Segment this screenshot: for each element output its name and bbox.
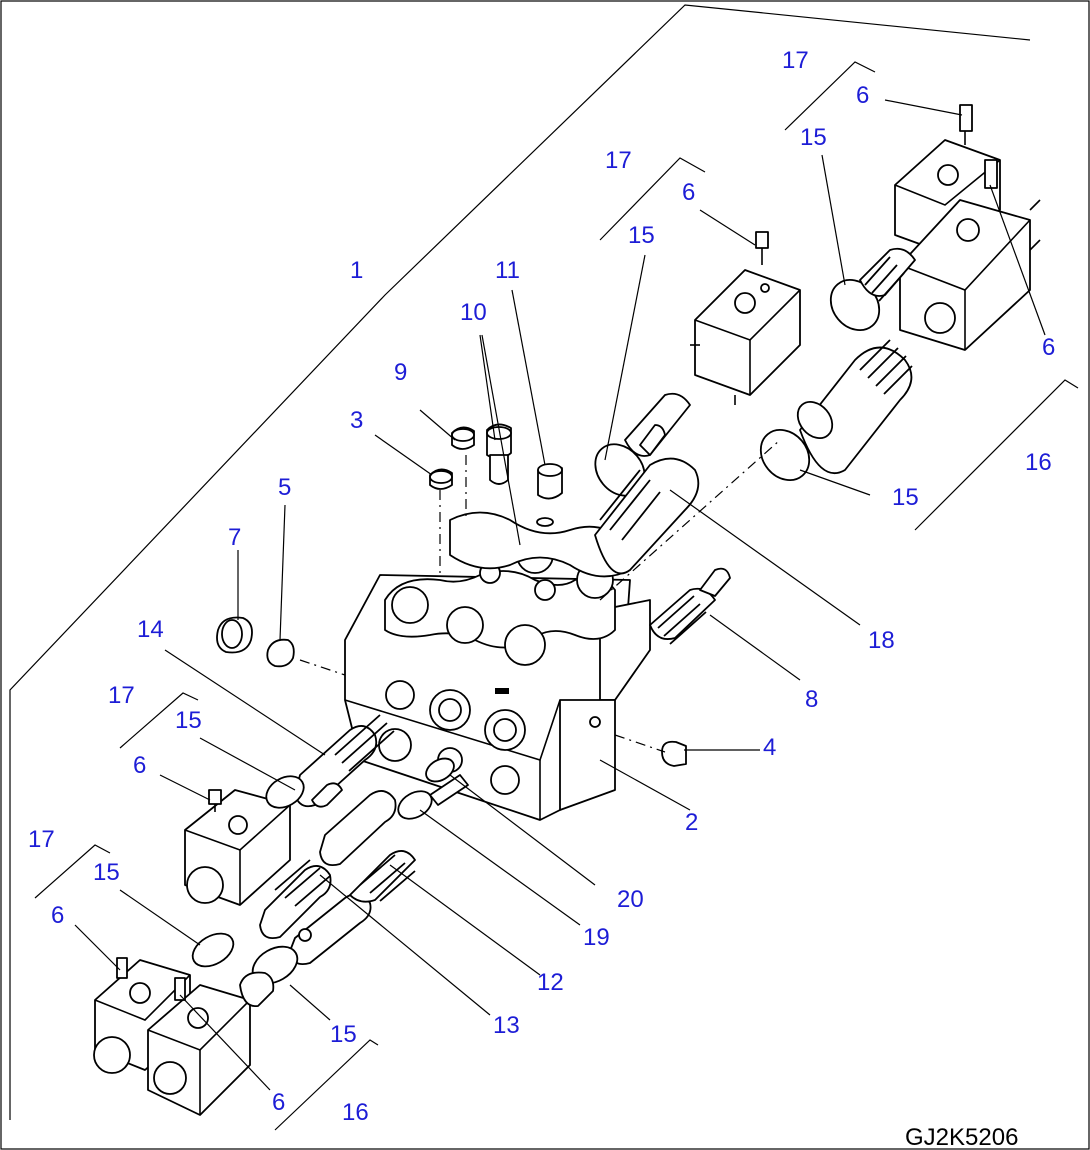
callout-6-top: 6: [856, 82, 869, 109]
callout-15-bottom-right: 15: [330, 1021, 357, 1048]
callout-labels: 1 2 3 4 5 6 6 6 6 6 6 7 8 9 10 11 12 13 …: [28, 47, 1055, 1126]
callout-11: 11: [495, 257, 520, 284]
callout-6-mid: 6: [682, 179, 695, 206]
callout-17-bottom: 17: [28, 826, 55, 853]
callout-7: 7: [228, 524, 241, 551]
callout-20: 20: [617, 886, 644, 913]
callout-6-left: 6: [133, 752, 146, 779]
callout-2: 2: [685, 809, 698, 836]
callout-10: 10: [460, 299, 487, 326]
callout-3: 3: [350, 407, 363, 434]
callout-9: 9: [394, 359, 407, 386]
callout-16-top: 16: [1025, 449, 1052, 476]
valve-body: [344, 511, 651, 821]
callout-13: 13: [493, 1012, 520, 1039]
callout-16-bottom: 16: [342, 1099, 369, 1126]
callout-17-left: 17: [108, 682, 135, 709]
bottom-cap-assembly: [93, 932, 299, 1116]
bracket-16-top: [914, 379, 1079, 531]
bracket-17-top: [784, 61, 876, 131]
callout-6-bottom: 6: [51, 902, 64, 929]
drawing-code: GJ2K5206: [905, 1124, 1018, 1150]
bracket-17-bottom: [34, 844, 111, 899]
callout-19: 19: [583, 924, 610, 951]
bracket-17-left: [119, 692, 199, 749]
callout-15-top: 15: [800, 124, 827, 151]
plugs-left: [216, 616, 295, 668]
centerline: [599, 439, 781, 601]
callout-4: 4: [763, 734, 776, 761]
relief-valves: [429, 423, 563, 527]
callout-1: 1: [350, 257, 363, 284]
centerline: [299, 659, 346, 676]
callout-17-mid: 17: [605, 147, 632, 174]
callout-18: 18: [868, 627, 895, 654]
callout-15-bottom: 15: [93, 859, 120, 886]
callout-15-left: 15: [175, 707, 202, 734]
spool-assemblies: [259, 714, 469, 966]
callout-12: 12: [537, 969, 564, 996]
assembly-bracket: [9, 4, 1031, 1120]
leader-lines: [74, 99, 1046, 1091]
callout-8: 8: [805, 686, 818, 713]
callout-6-right: 6: [1042, 334, 1055, 361]
left-cap-assembly: [184, 775, 305, 906]
bracket-16-bottom: [274, 1039, 379, 1131]
plug-small: [661, 740, 687, 767]
callout-14: 14: [137, 616, 164, 643]
centerline: [614, 734, 666, 753]
callout-6-bottom-right: 6: [272, 1089, 285, 1116]
callout-5: 5: [278, 474, 291, 501]
callout-15-right: 15: [892, 484, 919, 511]
callout-17-top: 17: [782, 47, 809, 74]
top-mid-cap-assembly: [594, 231, 801, 575]
callout-15-mid: 15: [628, 222, 655, 249]
top-right-cap-assembly: [759, 104, 1041, 481]
bracket-17-mid: [599, 157, 706, 241]
solenoid-valve: [649, 567, 731, 645]
